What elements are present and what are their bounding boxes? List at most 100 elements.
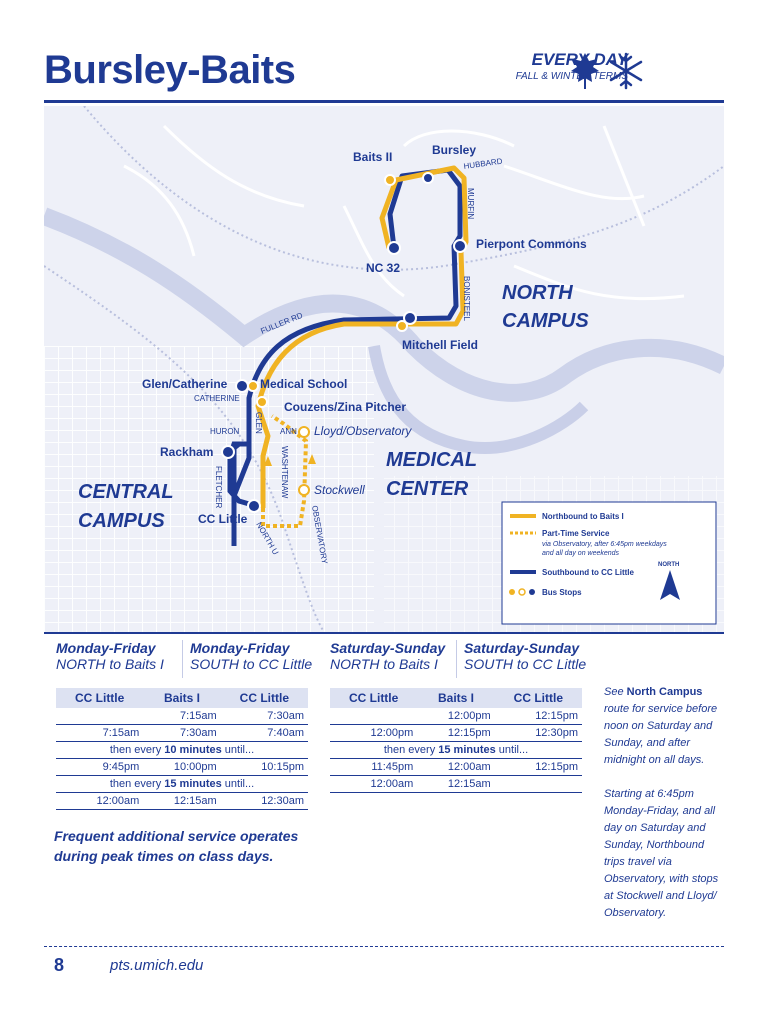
leaf-icon bbox=[571, 53, 599, 89]
heading-sub: SOUTH to CC Little bbox=[190, 656, 313, 672]
legend-southbound: Southbound to CC Little bbox=[542, 568, 635, 577]
map-legend: Northbound to Baits I Part-Time Service … bbox=[501, 501, 717, 625]
street-huron: HURON bbox=[210, 427, 240, 436]
page-number: 8 bbox=[54, 955, 65, 975]
time-cell: 12:00am bbox=[56, 792, 144, 810]
text: route for service before noon on Saturda… bbox=[604, 703, 718, 766]
divider bbox=[182, 640, 183, 678]
stop-baits-ii: Baits II bbox=[353, 150, 392, 164]
weekend-north-heading: Saturday-Sunday NORTH to Baits I bbox=[330, 640, 445, 672]
footer-rule bbox=[44, 946, 724, 947]
stop-couzens: Couzens/Zina Pitcher bbox=[284, 400, 406, 414]
column-header: CC Little bbox=[330, 688, 418, 708]
street-fletcher: FLETCHER bbox=[214, 466, 223, 508]
stop-rackham: Rackham bbox=[160, 445, 213, 459]
time-cell: 7:30am bbox=[143, 724, 221, 742]
legend-north: NORTH bbox=[658, 562, 679, 568]
stop-cc-little: CC Little bbox=[198, 512, 248, 526]
street-ann: ANN bbox=[280, 427, 297, 436]
time-cell: 12:00pm bbox=[330, 724, 418, 742]
page-title: Bursley-Baits bbox=[44, 48, 296, 92]
route-map: Baits II Bursley NC 32 Pierpont Commons … bbox=[44, 106, 724, 632]
time-cell: 7:15am bbox=[143, 708, 221, 725]
area-medical-center-2: CENTER bbox=[386, 478, 469, 500]
column-header: Baits I bbox=[417, 688, 495, 708]
legend-northbound: Northbound to Baits I bbox=[542, 512, 624, 521]
heading-sub: NORTH to Baits I bbox=[330, 656, 438, 672]
divider bbox=[456, 640, 457, 678]
heading-sub: NORTH to Baits I bbox=[56, 656, 164, 672]
column-header: Baits I bbox=[143, 688, 221, 708]
weekday-north-heading: Monday-Friday NORTH to Baits I bbox=[56, 640, 164, 672]
map-canvas: Baits II Bursley NC 32 Pierpont Commons … bbox=[44, 106, 724, 632]
time-cell: 10:15pm bbox=[220, 758, 308, 776]
area-north-campus-2: CAMPUS bbox=[502, 310, 589, 332]
time-cell: 12:30pm bbox=[494, 724, 582, 742]
heading-line: Saturday-Sunday bbox=[330, 640, 446, 656]
table-row: then every 15 minutes until... bbox=[56, 775, 308, 793]
table-row: then every 15 minutes until... bbox=[330, 741, 582, 759]
text: See bbox=[604, 686, 627, 698]
stop-lloyd-observatory: Lloyd/Observatory bbox=[314, 424, 412, 438]
time-cell bbox=[56, 708, 144, 725]
stop-pierpont-commons: Pierpont Commons bbox=[476, 237, 587, 251]
north-arrow-icon bbox=[660, 570, 680, 600]
area-central-campus-1: CENTRAL bbox=[78, 481, 174, 503]
heading-line: Monday-Friday bbox=[190, 640, 290, 656]
time-cell: 12:15pm bbox=[417, 724, 495, 742]
column-header: CC Little bbox=[56, 688, 144, 708]
service-sidebar-note: See North Campus route for service befor… bbox=[604, 684, 724, 922]
badge-line2: FALL & WINTER TERMS bbox=[515, 71, 628, 82]
time-cell: 12:15am bbox=[417, 775, 495, 793]
stop-bursley: Bursley bbox=[432, 143, 476, 157]
heading-line: Monday-Friday bbox=[56, 640, 156, 656]
badge-line1: EVERY DAY bbox=[531, 50, 628, 69]
sidebar-paragraph-1: See North Campus route for service befor… bbox=[604, 684, 724, 769]
street-murfin: MURFIN bbox=[466, 188, 475, 219]
heading-line: Saturday-Sunday bbox=[464, 640, 580, 656]
snowflake-icon bbox=[609, 52, 643, 90]
bus-stop-markers bbox=[221, 172, 467, 513]
time-cell: 12:15am bbox=[143, 792, 221, 810]
table-row: then every 10 minutes until... bbox=[56, 741, 308, 759]
header-rule bbox=[44, 100, 724, 103]
footer-url: pts.umich.edu bbox=[110, 957, 204, 974]
stop-glen-catherine: Glen/Catherine bbox=[142, 377, 228, 391]
weekend-south-heading: Saturday-Sunday SOUTH to CC Little bbox=[464, 640, 586, 672]
time-cell: 12:00am bbox=[417, 758, 495, 776]
legend-parttime: Part-Time Service bbox=[542, 529, 610, 538]
heading-sub: SOUTH to CC Little bbox=[464, 656, 587, 672]
stop-nc32: NC 32 bbox=[366, 261, 400, 275]
street-washtenaw: WASHTENAW bbox=[280, 446, 289, 499]
street-glen: GLEN bbox=[254, 412, 263, 434]
time-cell bbox=[330, 708, 418, 725]
time-cell: 12:30am bbox=[220, 792, 308, 810]
area-north-campus-1: NORTH bbox=[502, 282, 573, 304]
time-cell: 11:45pm bbox=[330, 758, 418, 776]
frequency-cell: then every 10 minutes until... bbox=[56, 741, 308, 759]
frequency-cell: then every 15 minutes until... bbox=[56, 775, 308, 793]
time-cell: 7:40am bbox=[220, 724, 308, 742]
service-badge: EVERY DAY FALL & WINTER TERMS bbox=[516, 50, 628, 82]
time-cell: 10:00pm bbox=[143, 758, 221, 776]
peak-service-note: Frequent additional service operates dur… bbox=[54, 828, 299, 864]
stop-stockwell: Stockwell bbox=[314, 483, 365, 497]
time-cell bbox=[494, 775, 582, 793]
time-cell: 7:15am bbox=[56, 724, 144, 742]
weekday-south-heading: Monday-Friday SOUTH to CC Little bbox=[190, 640, 312, 672]
street-catherine: CATHERINE bbox=[194, 394, 240, 403]
time-cell: 12:00pm bbox=[417, 708, 495, 725]
frequency-cell: then every 15 minutes until... bbox=[330, 741, 582, 759]
sidebar-paragraph-2: Starting at 6:45pm Monday-Friday, and al… bbox=[604, 788, 719, 919]
map-bottom-rule bbox=[44, 632, 724, 634]
